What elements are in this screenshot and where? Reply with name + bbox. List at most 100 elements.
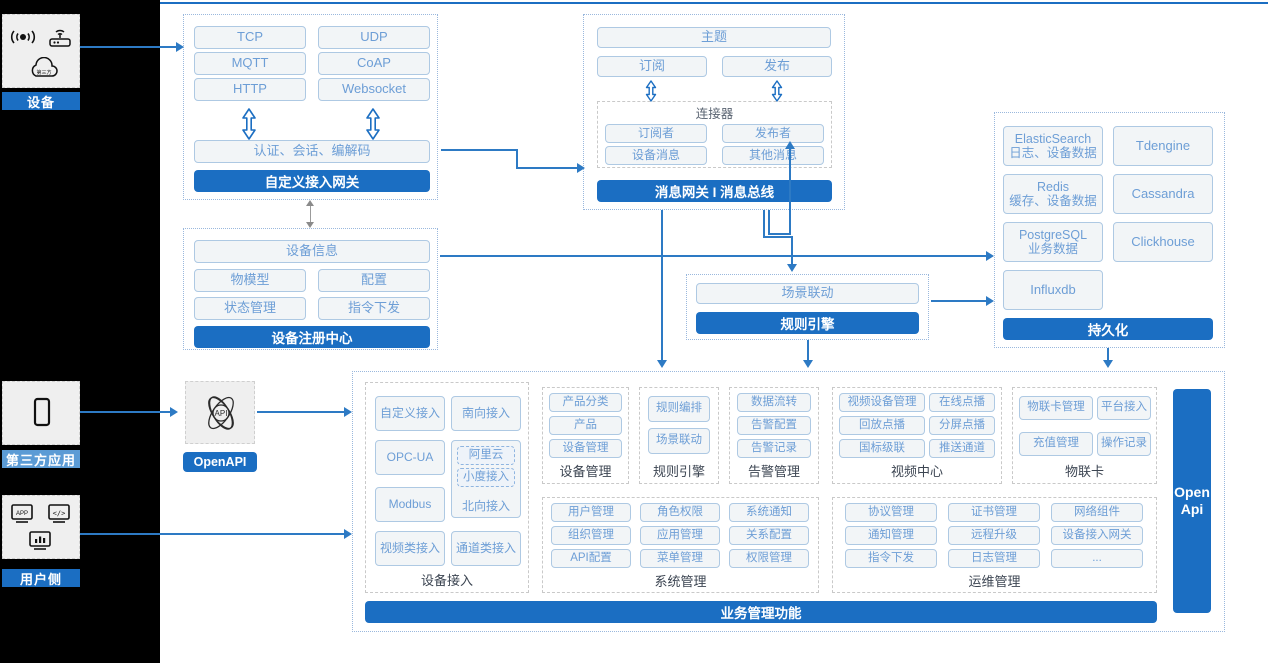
chip-role-permission[interactable]: 角色权限 bbox=[640, 503, 720, 522]
dashboard-window-icon bbox=[28, 530, 52, 552]
chip-auth-session-codec[interactable]: 认证、会话、编解码 bbox=[194, 140, 430, 163]
rule-engine-bar[interactable]: 规则引擎 bbox=[696, 312, 919, 334]
chip-product[interactable]: 产品 bbox=[549, 416, 622, 435]
chip-other-message[interactable]: 其他消息 bbox=[722, 146, 824, 165]
chip-udp[interactable]: UDP bbox=[318, 26, 430, 49]
chip-opc-ua[interactable]: OPC-UA bbox=[375, 440, 445, 475]
chip-config[interactable]: 配置 bbox=[318, 269, 430, 292]
chip-recharge-management[interactable]: 充值管理 bbox=[1019, 432, 1093, 456]
connector-bus-to-persistence-seg2 bbox=[768, 233, 791, 235]
chip-state-management[interactable]: 状态管理 bbox=[194, 297, 306, 320]
chip-custom-access[interactable]: 自定义接入 bbox=[375, 396, 445, 431]
chip-device-access-gateway[interactable]: 设备接入网关 bbox=[1051, 526, 1143, 545]
arrowhead-registry-to-persistence bbox=[986, 251, 994, 261]
chip-tdengine[interactable]: Tdengine bbox=[1113, 126, 1213, 166]
chip-device-management[interactable]: 设备管理 bbox=[549, 439, 622, 458]
chip-app-management[interactable]: 应用管理 bbox=[640, 526, 720, 545]
caption-device-access: 设备接入 bbox=[420, 572, 473, 588]
connector-bus-to-rule-seg1 bbox=[763, 210, 765, 238]
chip-websocket[interactable]: Websocket bbox=[318, 78, 430, 101]
chip-topic[interactable]: 主题 bbox=[597, 27, 831, 48]
connector-userside-to-business bbox=[80, 533, 345, 535]
chip-coap[interactable]: CoAP bbox=[318, 52, 430, 75]
svg-text:API: API bbox=[215, 409, 228, 418]
chip-menu-management[interactable]: 菜单管理 bbox=[640, 549, 720, 568]
top-accent-line bbox=[160, 2, 1268, 4]
chip-modbus[interactable]: Modbus bbox=[375, 487, 445, 522]
custom-access-gateway-bar[interactable]: 自定义接入网关 bbox=[194, 170, 430, 192]
chip-clickhouse[interactable]: Clickhouse bbox=[1113, 222, 1213, 262]
chip-push-channel[interactable]: 推送通道 bbox=[929, 439, 995, 458]
chip-alarm-record[interactable]: 告警记录 bbox=[737, 439, 811, 458]
arrowhead-thirdparty-to-openapi bbox=[170, 407, 178, 417]
chip-mqtt[interactable]: MQTT bbox=[194, 52, 306, 75]
chip-subscribe[interactable]: 订阅 bbox=[597, 56, 707, 77]
chip-device-message[interactable]: 设备消息 bbox=[605, 146, 707, 165]
chip-tcp[interactable]: TCP bbox=[194, 26, 306, 49]
chip-notice-management[interactable]: 通知管理 bbox=[845, 526, 937, 545]
chip-scene-linkage[interactable]: 场景联动 bbox=[696, 283, 919, 304]
chip-thing-model[interactable]: 物模型 bbox=[194, 269, 306, 292]
chip-log-management[interactable]: 日志管理 bbox=[948, 549, 1040, 568]
chip-southbound-access[interactable]: 南向接入 bbox=[451, 396, 521, 431]
business-column-iot-card bbox=[1012, 387, 1157, 484]
device-registry-bar[interactable]: 设备注册中心 bbox=[194, 326, 430, 348]
chip-certificate-management[interactable]: 证书管理 bbox=[948, 503, 1040, 522]
chip-protocol-management[interactable]: 协议管理 bbox=[845, 503, 937, 522]
connector-bus-to-persistence-seg1 bbox=[768, 210, 770, 235]
caption-system-management: 系统管理 bbox=[654, 573, 707, 589]
chip-api-config[interactable]: API配置 bbox=[551, 549, 631, 568]
chip-operation-record[interactable]: 操作记录 bbox=[1097, 432, 1151, 456]
chip-gb-cascade[interactable]: 国标级联 bbox=[839, 439, 925, 458]
chip-publisher[interactable]: 发布者 bbox=[722, 124, 824, 143]
chip-postgresql[interactable]: PostgreSQL 业务数据 bbox=[1003, 222, 1103, 262]
chip-http[interactable]: HTTP bbox=[194, 78, 306, 101]
chip-scene-linkage-biz[interactable]: 场景联动 bbox=[648, 428, 710, 454]
chip-replay-playback[interactable]: 回放点播 bbox=[839, 416, 925, 435]
svg-text:</>: </> bbox=[53, 510, 66, 518]
business-functions-bar[interactable]: 业务管理功能 bbox=[365, 601, 1157, 623]
chip-alarm-config[interactable]: 告警配置 bbox=[737, 416, 811, 435]
chip-data-flow[interactable]: 数据流转 bbox=[737, 393, 811, 412]
chip-product-category[interactable]: 产品分类 bbox=[549, 393, 622, 412]
chip-publish[interactable]: 发布 bbox=[722, 56, 832, 77]
chip-subscriber[interactable]: 订阅者 bbox=[605, 124, 707, 143]
chip-split-screen-playback[interactable]: 分屏点播 bbox=[929, 416, 995, 435]
connector-registry-to-persistence bbox=[440, 255, 988, 257]
arrowhead-rule-to-business bbox=[803, 360, 813, 368]
chip-permission-management[interactable]: 权限管理 bbox=[729, 549, 809, 568]
arrowhead-bus-to-rule bbox=[787, 264, 797, 272]
chip-channel-access[interactable]: 通道类接入 bbox=[451, 531, 521, 566]
caption-device-management: 设备管理 bbox=[559, 463, 612, 479]
persistence-bar[interactable]: 持久化 bbox=[1003, 318, 1213, 340]
openapi-vertical-bar[interactable]: Open Api bbox=[1173, 389, 1211, 613]
chip-iot-card-management[interactable]: 物联卡管理 bbox=[1019, 396, 1093, 420]
chip-cassandra[interactable]: Cassandra bbox=[1113, 174, 1213, 214]
chip-org-management[interactable]: 组织管理 bbox=[551, 526, 631, 545]
chip-aliyun[interactable]: 阿里云 bbox=[457, 446, 515, 465]
chip-video-access[interactable]: 视频类接入 bbox=[375, 531, 445, 566]
chip-device-info[interactable]: 设备信息 bbox=[194, 240, 430, 263]
chip-influxdb[interactable]: Influxdb bbox=[1003, 270, 1103, 310]
chip-relation-config[interactable]: 关系配置 bbox=[729, 526, 809, 545]
chip-elasticsearch[interactable]: ElasticSearch 日志、设备数据 bbox=[1003, 126, 1103, 166]
chip-rule-orchestration[interactable]: 规则编排 bbox=[648, 396, 710, 422]
chip-platform-access[interactable]: 平台接入 bbox=[1097, 396, 1151, 420]
message-gateway-bus-bar[interactable]: 消息网关 I 消息总线 bbox=[597, 180, 832, 202]
chip-redis[interactable]: Redis 缓存、设备数据 bbox=[1003, 174, 1103, 214]
chip-network-component[interactable]: 网络组件 bbox=[1051, 503, 1143, 522]
chip-user-management[interactable]: 用户管理 bbox=[551, 503, 631, 522]
connector-group bbox=[597, 101, 832, 168]
chip-system-notice[interactable]: 系统通知 bbox=[729, 503, 809, 522]
chip-xiaodu-access[interactable]: 小度接入 bbox=[457, 468, 515, 487]
chip-remote-upgrade[interactable]: 远程升级 bbox=[948, 526, 1040, 545]
openapi-node-label[interactable]: OpenAPI bbox=[183, 452, 257, 472]
chip-video-device-management[interactable]: 视频设备管理 bbox=[839, 393, 925, 412]
chip-online-playback[interactable]: 在线点播 bbox=[929, 393, 995, 412]
chip-command-dispatch[interactable]: 指令下发 bbox=[318, 297, 430, 320]
actor-third-party-icons bbox=[2, 381, 80, 445]
chip-command-dispatch-ops[interactable]: 指令下发 bbox=[845, 549, 937, 568]
chip-more[interactable]: ... bbox=[1051, 549, 1143, 568]
arrowhead-openapi-to-business bbox=[344, 407, 352, 417]
